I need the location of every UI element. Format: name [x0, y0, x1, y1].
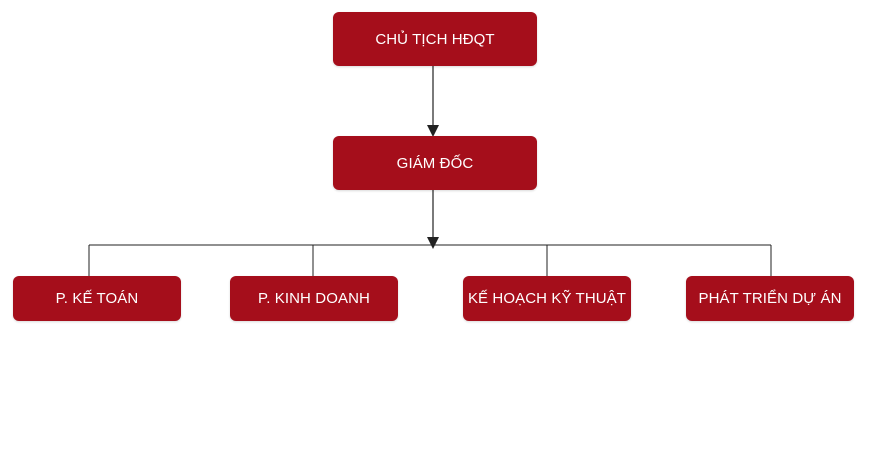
department-label: P. KẾ TOÁN [55, 290, 139, 307]
department-box-sales: P. KINH DOANH [230, 276, 398, 321]
chairman-label: CHỦ TỊCH HĐQT [375, 30, 495, 48]
department-box-accounting: P. KẾ TOÁN [13, 276, 181, 321]
director-box: GIÁM ĐỐC [333, 136, 537, 190]
department-box-technical-planning: KẾ HOẠCH KỸ THUẬT [463, 276, 631, 321]
department-label: KẾ HOẠCH KỸ THUẬT [467, 290, 627, 307]
department-label: PHÁT TRIỂN DỰ ÁN [698, 290, 842, 307]
department-box-project-development: PHÁT TRIỂN DỰ ÁN [686, 276, 854, 321]
director-label: GIÁM ĐỐC [396, 154, 474, 172]
chairman-box: CHỦ TỊCH HĐQT [333, 12, 537, 66]
department-label: P. KINH DOANH [258, 290, 370, 307]
